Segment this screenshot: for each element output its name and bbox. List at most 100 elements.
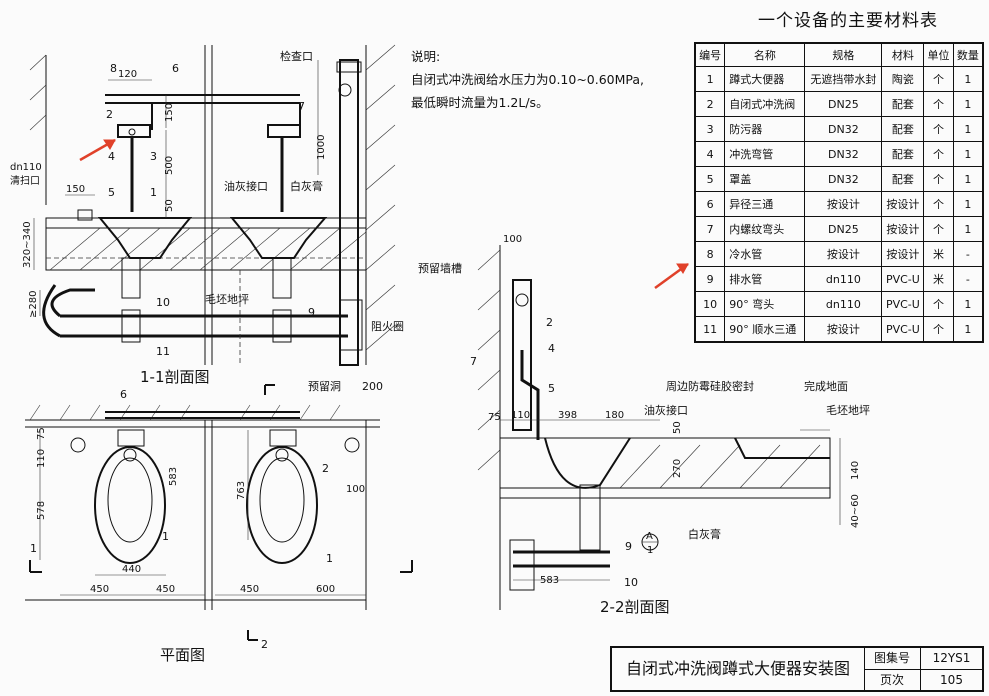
table-cell: 1 bbox=[952, 291, 984, 317]
item-11: 11 bbox=[156, 345, 170, 358]
grease-port-label-2: 油灰接口 bbox=[644, 403, 688, 417]
col-number: 编号 bbox=[694, 42, 726, 67]
materials-table-title: 一个设备的主要材料表 bbox=[758, 11, 938, 31]
grease-port-label: 油灰接口 bbox=[224, 179, 268, 193]
reserved-hole-size: 200 bbox=[362, 380, 383, 393]
plan-item-1-b: 1 bbox=[326, 552, 333, 565]
table-cell: 按设计 bbox=[881, 191, 925, 217]
col-unit: 单位 bbox=[923, 42, 954, 67]
item-3: 3 bbox=[150, 150, 157, 163]
table-cell: DN32 bbox=[804, 116, 883, 142]
table-cell: 冷水管 bbox=[724, 241, 806, 267]
table-cell: PVC-U bbox=[881, 316, 925, 343]
atlas-number-value: 12YS1 bbox=[921, 648, 982, 670]
dim-150-b: 150 bbox=[66, 184, 85, 195]
s22-dim-40-60: 40~60 bbox=[850, 494, 861, 528]
drawing-title: 自闭式冲洗阀蹲式大便器安装图 bbox=[612, 648, 865, 690]
table-cell: 米 bbox=[923, 241, 954, 267]
plan-item-1-a: 1 bbox=[162, 530, 169, 543]
putty-label-2: 白灰膏 bbox=[688, 527, 721, 541]
table-cell: DN32 bbox=[804, 141, 883, 167]
s22-item-5: 5 bbox=[548, 382, 555, 395]
table-cell: 个 bbox=[923, 116, 954, 142]
plan-dim-600: 600 bbox=[316, 584, 335, 595]
s22-dim-583: 583 bbox=[540, 575, 559, 586]
s22-dim-50: 50 bbox=[672, 421, 683, 434]
seal-label: 周边防霉硅胶密封 bbox=[666, 379, 754, 393]
table-cell: 4 bbox=[694, 141, 726, 167]
table-cell: PVC-U bbox=[881, 291, 925, 317]
item-4: 4 bbox=[108, 150, 115, 163]
table-cell: 个 bbox=[923, 166, 954, 192]
plan-cut-1: 1 bbox=[30, 542, 37, 555]
table-cell: 11 bbox=[694, 316, 726, 343]
table-cell: 5 bbox=[694, 166, 726, 192]
page-number-label: 页次 bbox=[864, 670, 921, 690]
dim-280: ≥280 bbox=[28, 291, 39, 318]
section-1-1 bbox=[29, 44, 396, 395]
table-cell: 个 bbox=[923, 316, 954, 343]
putty-label: 白灰膏 bbox=[290, 179, 323, 193]
item-5: 5 bbox=[108, 186, 115, 199]
col-qty: 数量 bbox=[952, 42, 984, 67]
page-number-value: 105 bbox=[940, 673, 963, 687]
plan-view bbox=[25, 404, 413, 641]
dim-320-340: 320~340 bbox=[22, 221, 33, 268]
table-cell: 自闭式冲洗阀 bbox=[724, 91, 806, 117]
table-cell: 陶瓷 bbox=[881, 66, 925, 92]
notes-line-2: 最低瞬时流量为1.2L/s。 bbox=[411, 95, 549, 110]
table-cell: 按设计 bbox=[804, 191, 883, 217]
table-cell: 米 bbox=[923, 266, 954, 292]
reserved-hole-label: 预留洞 bbox=[308, 380, 341, 393]
table-cell: 防污器 bbox=[724, 116, 806, 142]
table-cell: 按设计 bbox=[881, 241, 925, 267]
title-block: 自闭式冲洗阀蹲式大便器安装图 图集号 12YS1 页次 105 bbox=[610, 646, 984, 692]
table-cell: 个 bbox=[923, 216, 954, 242]
finished-floor-label: 完成地面 bbox=[804, 379, 848, 393]
table-cell: 1 bbox=[952, 141, 984, 167]
table-cell: 配套 bbox=[881, 116, 925, 142]
plan-dim-578: 578 bbox=[36, 501, 47, 520]
item-8: 8 bbox=[110, 62, 117, 75]
table-cell: 1 bbox=[952, 316, 984, 343]
table-cell: 1 bbox=[952, 91, 984, 117]
plan-dim-75: 75 bbox=[36, 427, 47, 440]
table-cell: 按设计 bbox=[804, 316, 883, 343]
rough-floor-label-2: 毛坯地坪 bbox=[826, 404, 870, 417]
item-7: 7 bbox=[298, 100, 305, 113]
table-cell: 个 bbox=[923, 66, 954, 92]
s22-dim-110: 110 bbox=[511, 410, 530, 421]
plan-item-2: 2 bbox=[322, 462, 329, 475]
table-cell: 10 bbox=[694, 291, 726, 317]
plan-dim-110: 110 bbox=[36, 449, 47, 468]
s22-dim-398: 398 bbox=[558, 410, 577, 421]
detail-marker-sub: 1 bbox=[647, 545, 653, 556]
table-cell: 1 bbox=[952, 216, 984, 242]
table-cell: 7 bbox=[694, 216, 726, 242]
item-10: 10 bbox=[156, 296, 170, 309]
s22-item-4: 4 bbox=[548, 342, 555, 355]
table-cell: 3 bbox=[694, 116, 726, 142]
rough-floor-label: 毛坯地坪 bbox=[205, 293, 249, 306]
s22-item-2: 2 bbox=[546, 316, 553, 329]
atlas-number-label: 图集号 bbox=[864, 648, 921, 670]
inspection-port-label: 检查口 bbox=[280, 49, 313, 63]
cleanout-label: 清扫口 bbox=[10, 174, 40, 187]
dim-1000: 1000 bbox=[316, 135, 327, 160]
table-cell: 个 bbox=[923, 191, 954, 217]
table-cell: DN25 bbox=[804, 216, 883, 242]
item-1: 1 bbox=[150, 186, 157, 199]
item-2: 2 bbox=[106, 108, 113, 121]
plan-dim-450-c: 450 bbox=[240, 584, 259, 595]
table-cell: 90° 顺水三通 bbox=[724, 316, 806, 343]
plan-dim-440: 440 bbox=[122, 564, 141, 575]
